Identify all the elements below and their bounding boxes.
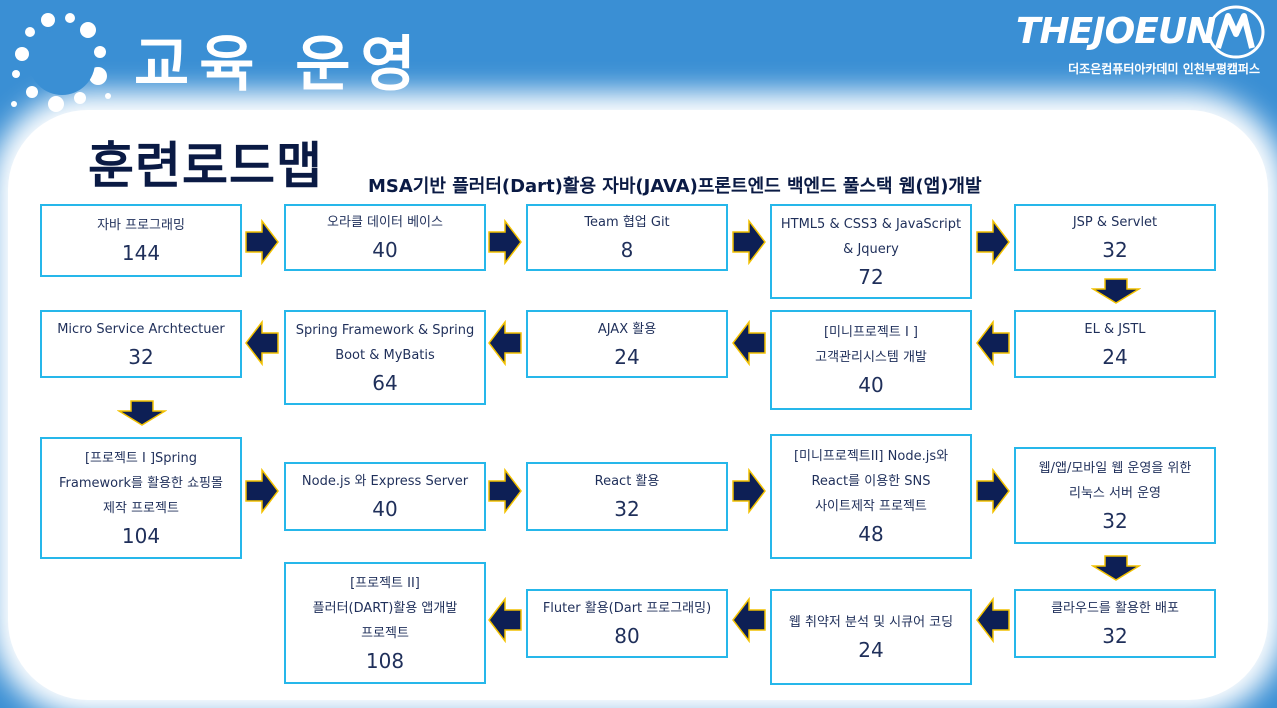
- course-box: [프로젝트 I ]Spring Framework를 활용한 쇼핑몰 제작 프로…: [40, 437, 242, 559]
- course-box: [프로젝트 II] 플러터(DART)활용 앱개발 프로젝트 108: [284, 562, 486, 684]
- arrow-left-icon: [245, 320, 279, 366]
- course-label: JSP & Servlet: [1072, 215, 1158, 230]
- arrow-right-icon: [976, 468, 1010, 514]
- arrow-left-icon: [976, 320, 1010, 366]
- course-label: 클라우드를 활용한 배포: [1051, 601, 1179, 616]
- course-hours: 32: [1102, 508, 1128, 533]
- course-box: 클라우드를 활용한 배포 32: [1014, 589, 1216, 658]
- course-hours: 108: [365, 648, 405, 673]
- course-box: React 활용 32: [526, 462, 728, 531]
- arrow-left-icon: [732, 320, 766, 366]
- arrow-right-icon: [245, 219, 279, 265]
- brand-mark-icon: [1207, 5, 1265, 59]
- course-hours: 64: [372, 370, 398, 395]
- arrow-right-icon: [488, 468, 522, 514]
- course-hours: 72: [858, 264, 884, 289]
- arrow-right-icon: [488, 219, 522, 265]
- course-hours: 80: [614, 624, 640, 648]
- arrow-right-icon: [732, 219, 766, 265]
- roadmap-subtitle: MSA기반 플러터(Dart)활용 자바(JAVA)프론트엔드 백엔드 풀스택 …: [368, 176, 982, 197]
- course-hours: 104: [121, 523, 161, 548]
- splash-logo-icon: [11, 13, 111, 112]
- course-label: 웹 취약저 분석 및 시큐어 코딩: [788, 614, 954, 630]
- brand-logo: THEJOEUN 더조은컴퓨터아카데미 인천부평캠퍼스: [1016, 4, 1270, 80]
- course-label: 오라클 데이터 베이스: [327, 215, 443, 230]
- course-hours: 32: [128, 344, 154, 369]
- course-box: Micro Service Archtectuer 32: [40, 310, 242, 378]
- course-hours: 48: [858, 522, 884, 546]
- course-box: 오라클 데이터 베이스 40: [284, 204, 486, 271]
- course-hours: 24: [614, 344, 640, 369]
- brand-name: THEJOEUN: [1016, 11, 1216, 52]
- course-box: Team 협업 Git 8: [526, 204, 728, 271]
- course-label: 웹/앱/모바일 웹 운영을 위한 리눅스 서버 운영: [1038, 460, 1192, 501]
- course-label: Fluter 활용(Dart 프로그래밍): [542, 601, 712, 616]
- course-label: [미니프로젝트 I ] 고객관리시스템 개발: [815, 325, 927, 365]
- course-box: 웹/앱/모바일 웹 운영을 위한 리눅스 서버 운영 32: [1014, 447, 1216, 544]
- course-label: Micro Service Archtectuer: [57, 321, 225, 337]
- course-box: [미니프로젝트II] Node.js와 React를 이용한 SNS 사이트제작…: [770, 434, 972, 559]
- course-label: [프로젝트 I ]Spring Framework를 활용한 쇼핑몰 제작 프로…: [59, 450, 223, 516]
- course-label: [프로젝트 II] 플러터(DART)활용 앱개발 프로젝트: [312, 575, 458, 641]
- course-box: [미니프로젝트 I ] 고객관리시스템 개발 40: [770, 310, 972, 410]
- course-label: EL & JSTL: [1084, 321, 1146, 337]
- arrow-right-icon: [245, 468, 279, 514]
- arrow-left-icon: [976, 597, 1010, 643]
- course-hours: 8: [620, 238, 634, 262]
- arrow-down-icon: [1091, 278, 1141, 304]
- page-title: 교육 운영: [134, 30, 426, 100]
- course-box: Node.js 와 Express Server 40: [284, 462, 486, 531]
- roadmap-title: 훈련로드맵: [88, 137, 323, 195]
- course-label: 자바 프로그래밍: [97, 218, 185, 233]
- course-label: Spring Framework & Spring Boot & MyBatis: [295, 322, 475, 363]
- brand-subtitle: 더조은컴퓨터아카데미 인천부평캠퍼스: [1068, 62, 1260, 76]
- course-hours: 24: [858, 637, 884, 662]
- arrow-down-icon: [117, 400, 167, 426]
- arrow-down-icon: [1091, 555, 1141, 581]
- course-box: JSP & Servlet 32: [1014, 204, 1216, 271]
- course-hours: 40: [858, 373, 884, 397]
- arrow-right-icon: [732, 468, 766, 514]
- course-hours: 40: [372, 238, 398, 262]
- course-box: EL & JSTL 24: [1014, 310, 1216, 378]
- course-label: [미니프로젝트II] Node.js와 React를 이용한 SNS 사이트제작…: [793, 449, 949, 514]
- course-label: Team 협업 Git: [584, 215, 670, 230]
- course-hours: 144: [121, 241, 161, 265]
- course-box: 웹 취약저 분석 및 시큐어 코딩 24: [770, 589, 972, 685]
- course-label: AJAX 활용: [597, 321, 657, 337]
- arrow-left-icon: [488, 320, 522, 366]
- course-box: 자바 프로그래밍 144: [40, 204, 242, 277]
- course-hours: 32: [614, 497, 640, 521]
- arrow-left-icon: [488, 597, 522, 643]
- course-label: React 활용: [594, 474, 660, 489]
- course-label: HTML5 & CSS3 & JavaScript & Jquery: [780, 216, 962, 257]
- course-box: AJAX 활용 24: [526, 310, 728, 378]
- course-hours: 32: [1102, 624, 1128, 648]
- arrow-right-icon: [976, 219, 1010, 265]
- course-hours: 24: [1102, 344, 1128, 369]
- course-hours: 40: [372, 497, 398, 521]
- arrow-left-icon: [732, 597, 766, 643]
- course-hours: 32: [1102, 238, 1128, 262]
- course-box: HTML5 & CSS3 & JavaScript & Jquery 72: [770, 204, 972, 299]
- course-box: Fluter 활용(Dart 프로그래밍) 80: [526, 589, 728, 658]
- course-box: Spring Framework & Spring Boot & MyBatis…: [284, 310, 486, 405]
- course-label: Node.js 와 Express Server: [301, 474, 469, 489]
